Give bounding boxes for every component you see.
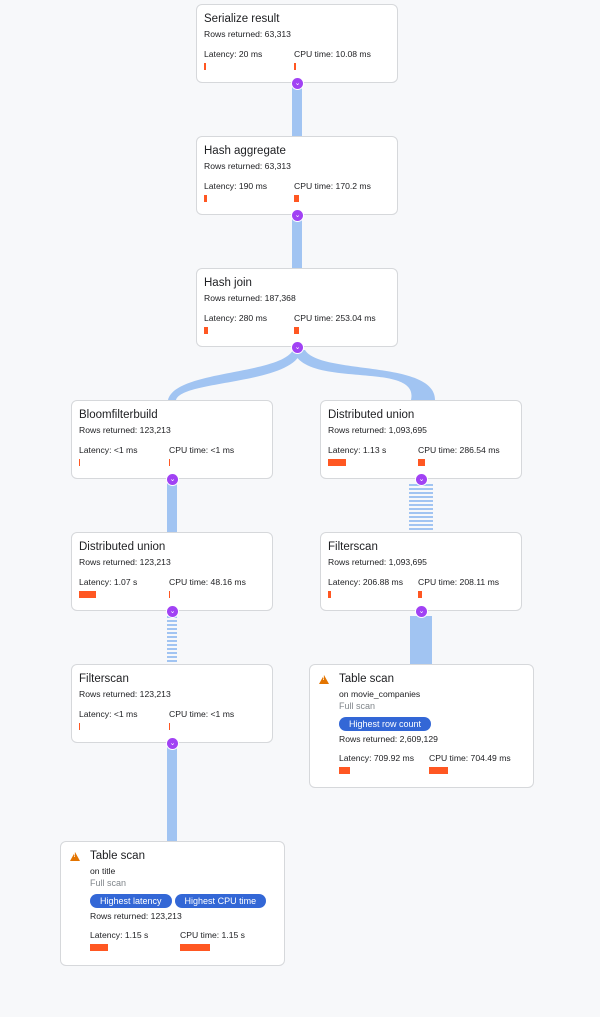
rows-returned: Rows returned: 123,213 xyxy=(79,689,171,699)
latency-bar xyxy=(328,459,346,466)
latency-bar xyxy=(339,767,351,774)
plan-node-table-scan-right[interactable]: Table scan on movie_companies Full scanHi… xyxy=(309,664,534,788)
latency-bar xyxy=(328,591,331,598)
node-title: Bloomfilterbuild xyxy=(79,409,158,421)
latency-metric: Latency: 1.13 s xyxy=(328,445,418,466)
node-title: Serialize result xyxy=(204,13,280,25)
edge-join-bloomfilter xyxy=(168,350,301,400)
cpu-bar xyxy=(169,591,171,598)
cpu-bar xyxy=(418,459,426,466)
warning-icon xyxy=(70,852,80,861)
rows-returned: Rows returned: 1,093,695 xyxy=(328,557,427,567)
chevron-down-icon[interactable]: ⌄ xyxy=(166,473,179,486)
chevron-down-icon[interactable]: ⌄ xyxy=(291,209,304,222)
chevron-down-icon[interactable]: ⌄ xyxy=(166,605,179,618)
latency-bar xyxy=(79,723,81,730)
chevron-down-icon[interactable]: ⌄ xyxy=(291,77,304,90)
latency-metric: Latency: 1.15 s xyxy=(90,930,180,951)
latency-bar xyxy=(79,459,81,466)
cpu-metric: CPU time: 704.49 ms xyxy=(429,753,519,774)
node-title: Table scan xyxy=(339,673,394,685)
latency-metric: Latency: 280 ms xyxy=(204,313,294,334)
node-title: Table scan xyxy=(90,850,145,862)
cpu-bar xyxy=(429,767,448,774)
cpu-metric: CPU time: 1.15 s xyxy=(180,930,270,951)
latency-metric: Latency: 206.88 ms xyxy=(328,577,418,598)
node-title: Hash join xyxy=(204,277,252,289)
rows-returned: Rows returned: 123,213 xyxy=(79,425,171,435)
latency-metric: Latency: <1 ms xyxy=(79,445,169,466)
cpu-bar xyxy=(418,591,423,598)
latency-bar xyxy=(204,327,209,334)
latency-bar xyxy=(90,944,108,951)
edge-filterscan-tablescan-right xyxy=(410,616,432,664)
edge-serialize-aggregate xyxy=(292,86,302,136)
node-title: Filterscan xyxy=(328,541,378,553)
cpu-metric: CPU time: 170.2 ms xyxy=(294,181,384,202)
latency-metric: Latency: 20 ms xyxy=(204,49,294,70)
latency-bar xyxy=(204,195,207,202)
latency-metric: Latency: 190 ms xyxy=(204,181,294,202)
cpu-metric: CPU time: 208.11 ms xyxy=(418,577,508,598)
badge: Highest row count xyxy=(339,717,432,731)
cpu-metric: CPU time: <1 ms xyxy=(169,709,259,730)
rows-returned: Rows returned: 123,213 xyxy=(90,911,182,921)
cpu-metric: CPU time: 286.54 ms xyxy=(418,445,508,466)
badges: Highest row count xyxy=(339,714,526,734)
chevron-down-icon[interactable]: ⌄ xyxy=(291,341,304,354)
edge-join-union-right xyxy=(293,350,435,400)
scan-type: Full scan xyxy=(339,701,376,711)
rows-returned: Rows returned: 2,609,129 xyxy=(339,734,438,744)
cpu-bar xyxy=(294,63,297,70)
edge-union-right-filterscan xyxy=(409,484,433,532)
rows-returned: Rows returned: 63,313 xyxy=(204,29,291,39)
scan-type: Full scan xyxy=(90,878,127,888)
cpu-bar xyxy=(294,327,300,334)
rows-returned: Rows returned: 123,213 xyxy=(79,557,171,567)
latency-metric: Latency: <1 ms xyxy=(79,709,169,730)
edge-filterscan-tablescan-left xyxy=(167,746,177,841)
latency-bar xyxy=(204,63,207,70)
cpu-metric: CPU time: 10.08 ms xyxy=(294,49,384,70)
cpu-bar xyxy=(294,195,300,202)
badge: Highest CPU time xyxy=(174,894,267,908)
latency-bar xyxy=(79,591,97,598)
rows-returned: Rows returned: 187,368 xyxy=(204,293,296,303)
edge-aggregate-join xyxy=(292,218,302,268)
latency-metric: Latency: 709.92 ms xyxy=(339,753,429,774)
rows-returned: Rows returned: 1,093,695 xyxy=(328,425,427,435)
cpu-bar xyxy=(180,944,210,951)
node-title: Filterscan xyxy=(79,673,129,685)
latency-metric: Latency: 1.07 s xyxy=(79,577,169,598)
node-title: Distributed union xyxy=(328,409,415,421)
edge-bloom-union-left xyxy=(167,482,177,532)
edge-union-left-filterscan xyxy=(167,616,177,664)
chevron-down-icon[interactable]: ⌄ xyxy=(415,473,428,486)
cpu-metric: CPU time: 253.04 ms xyxy=(294,313,384,334)
warning-icon xyxy=(319,675,329,684)
cpu-metric: CPU time: 48.16 ms xyxy=(169,577,259,598)
rows-returned: Rows returned: 63,313 xyxy=(204,161,291,171)
node-title: Hash aggregate xyxy=(204,145,286,157)
cpu-bar xyxy=(169,459,171,466)
table-name: on movie_companies xyxy=(339,689,421,699)
badge: Highest latency xyxy=(90,894,172,908)
cpu-metric: CPU time: <1 ms xyxy=(169,445,259,466)
chevron-down-icon[interactable]: ⌄ xyxy=(415,605,428,618)
chevron-down-icon[interactable]: ⌄ xyxy=(166,737,179,750)
table-name: on title xyxy=(90,866,116,876)
node-title: Distributed union xyxy=(79,541,166,553)
cpu-bar xyxy=(169,723,171,730)
